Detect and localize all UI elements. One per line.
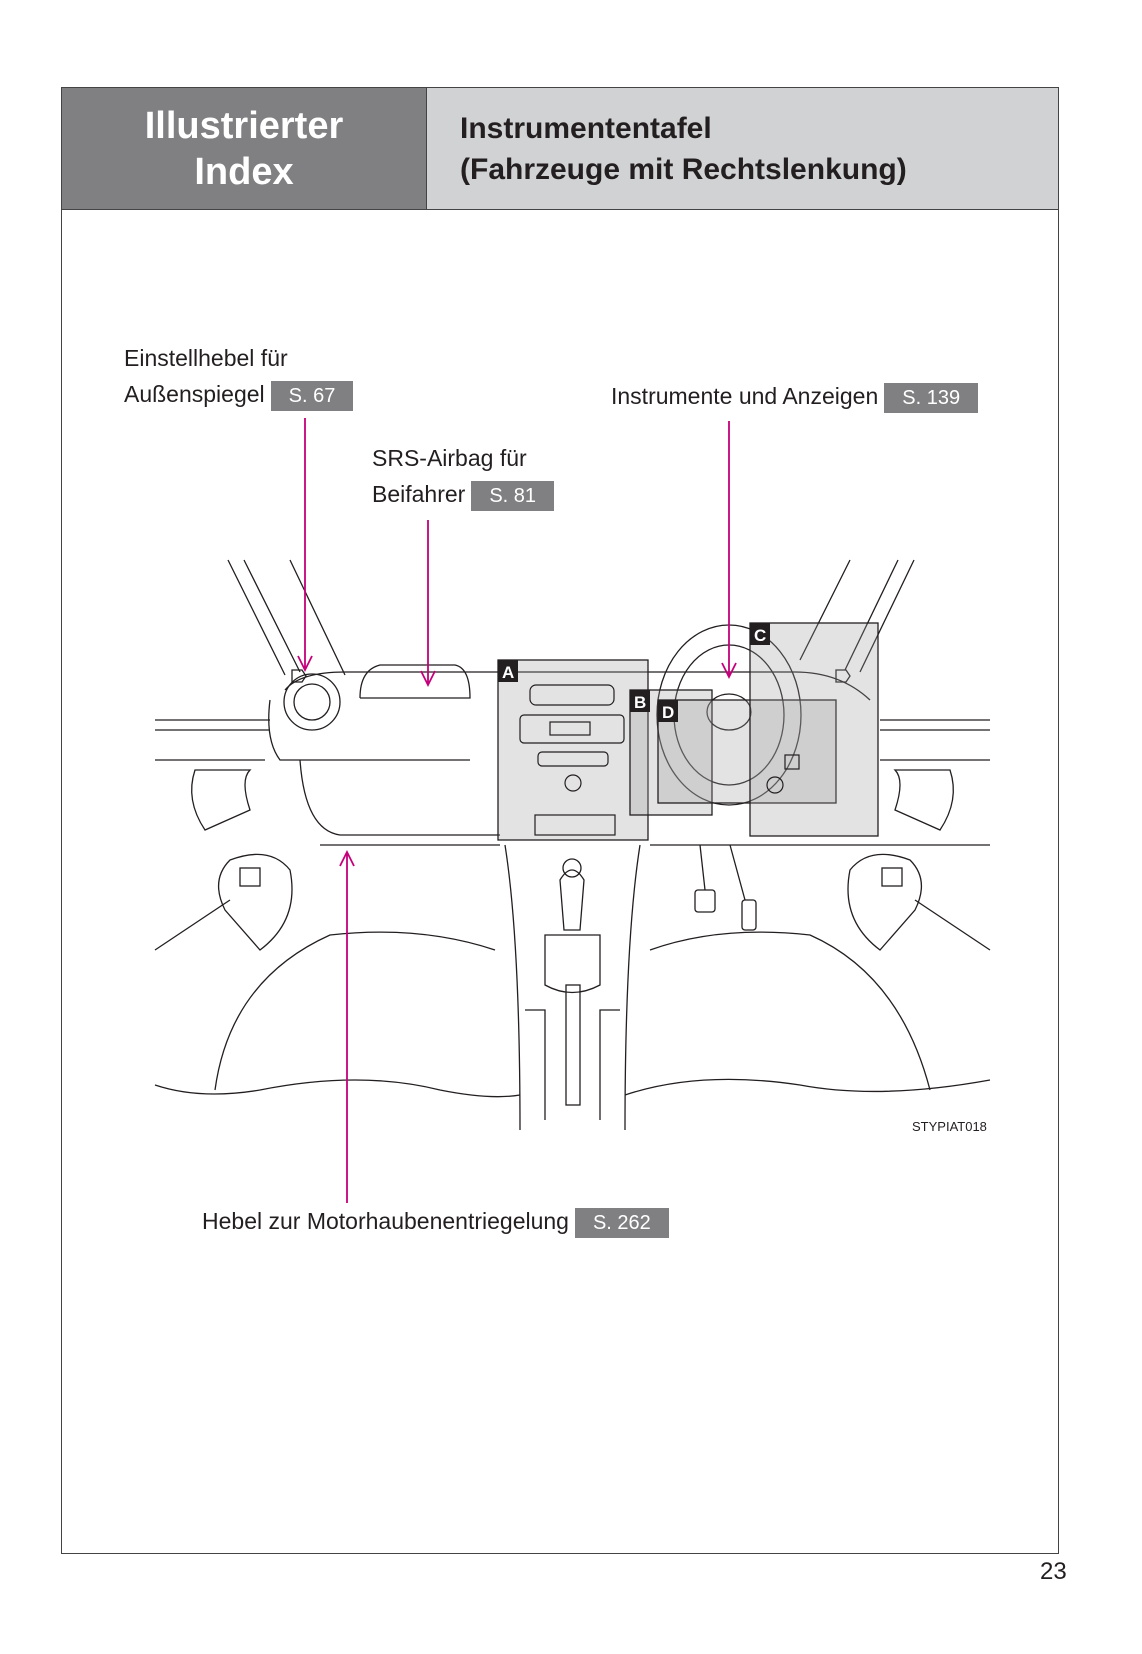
detail-markers: A B C D: [498, 623, 770, 722]
marker-b: B: [634, 693, 646, 712]
callout-airbag-line2: Beifahrer: [372, 481, 466, 507]
leader-hood: [339, 849, 355, 1203]
leader-lines: [297, 418, 737, 1203]
section-title-line2: Index: [194, 151, 294, 193]
callout-instruments-label: Instrumente und Anzeigen: [611, 383, 879, 409]
illustration-code: STYPIAT018: [912, 1119, 987, 1134]
detail-box-d: [657, 699, 837, 804]
page-ref-badge[interactable]: S. 67: [270, 380, 354, 411]
page-ref-badge[interactable]: S. 262: [574, 1207, 669, 1238]
page-ref-badge[interactable]: S. 139: [884, 382, 979, 413]
marker-c: C: [754, 626, 766, 645]
callout-airbag-line1: SRS-Airbag für: [372, 445, 527, 471]
detail-box-a: [497, 659, 649, 841]
leader-mirror: [297, 418, 313, 673]
section-header: Illustrierter Index: [62, 88, 427, 210]
marker-a: A: [502, 663, 514, 682]
detail-box-c: [749, 622, 879, 837]
section-title-line1: Illustrierter: [144, 105, 344, 147]
callout-hood-label: Hebel zur Motorhaubenentriegelung: [202, 1208, 569, 1234]
leader-airbag: [420, 520, 436, 688]
page-number: 23: [1040, 1558, 1067, 1585]
page-ref-badge[interactable]: S. 81: [471, 480, 555, 511]
leader-instruments: [721, 421, 737, 680]
page-title-line2: (Fahrzeuge mit Rechtslenkung): [460, 153, 907, 186]
page-title: Instrumententafel (Fahrzeuge mit Rechtsl…: [427, 88, 1058, 210]
marker-d: D: [662, 703, 674, 722]
callout-mirror-line2: Außenspiegel: [124, 381, 265, 407]
callout-mirror-line1: Einstellhebel für: [124, 345, 288, 371]
page-title-line1: Instrumententafel: [460, 112, 712, 145]
header-divider: [62, 209, 1058, 210]
page-frame: [61, 87, 1059, 1554]
